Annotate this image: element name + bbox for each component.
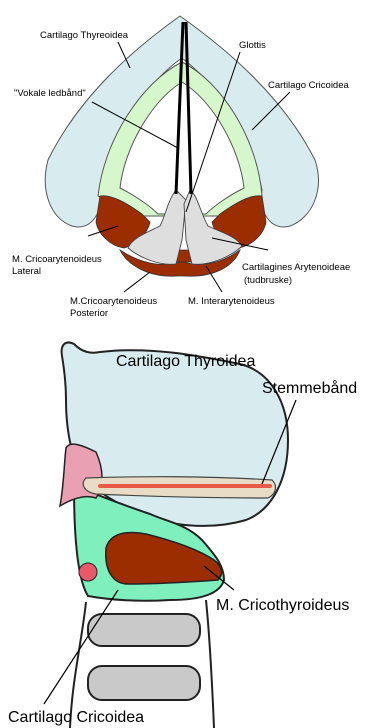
label-cartilago-thyroidea: Cartilago Thyroidea (116, 353, 255, 370)
label-m-cricoarytenoideus-lateral-line1: M. Cricoarytenoideus (12, 254, 102, 265)
top-diagram: Cartilago Thyreoidea Glottis "Vokale led… (12, 16, 350, 319)
label-cartilago-thyreoidea: Cartilago Thyreoidea (40, 30, 129, 41)
label-stemmebaand: Stemmebånd (262, 379, 357, 397)
label-m-interarytenoideus: M. Interarytenoideus (188, 296, 275, 307)
label-vokale-ledbaand: "Vokale ledbånd" (14, 88, 86, 99)
label-m-cricoarytenoideus-lateral-line2: Lateral (12, 266, 41, 277)
epiglottis-shape (60, 444, 102, 506)
label-cartilago-cricoidea-bottom: Cartilago Cricoidea (8, 709, 144, 726)
trachea-ring-2 (88, 666, 200, 700)
label-cartilagines-arytenoideae-line2: (tudbruske) (244, 275, 292, 286)
label-cartilagines-arytenoideae-line1: Cartilagines Arytenoideae (242, 262, 350, 273)
label-m-cricothyroideus: M. Cricothyroideus (216, 597, 349, 614)
m-cricothyroideus-shape (106, 533, 222, 584)
label-cartilago-cricoidea-top: Cartilago Cricoidea (268, 80, 350, 91)
red-circle-marker (79, 563, 97, 581)
label-m-cricoarytenoideus-posterior-line1: M.Cricoarytenoideus (70, 296, 157, 307)
trachea-outline-right (206, 600, 214, 728)
trachea-ring-1 (88, 614, 200, 646)
bottom-diagram: Cartilago Thyroidea Stemmebånd M. Cricot… (8, 343, 357, 728)
label-glottis: Glottis (239, 40, 266, 51)
label-m-cricoarytenoideus-posterior-line2: Posterior (70, 308, 108, 319)
